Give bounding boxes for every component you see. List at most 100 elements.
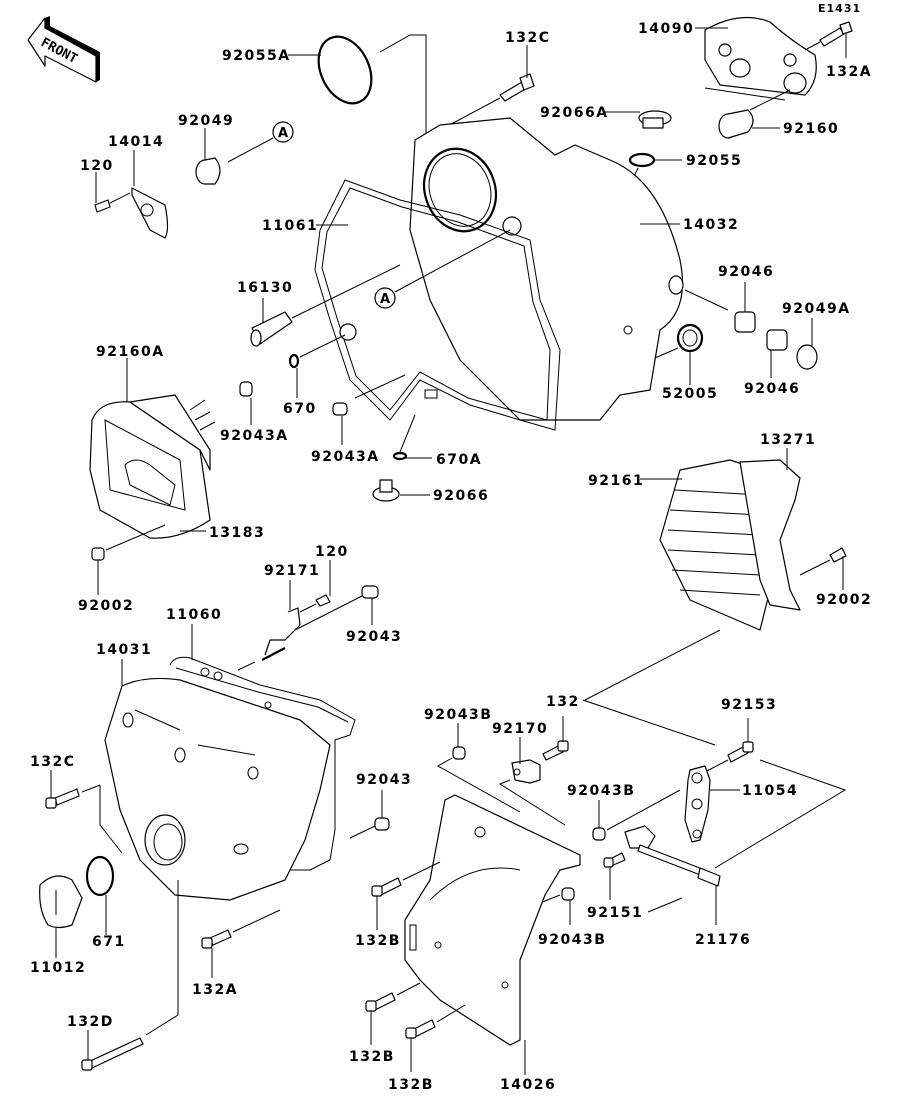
part-92043-lower[interactable] (374, 817, 390, 831)
part-92043B-upper[interactable] (452, 746, 466, 760)
label-14031[interactable]: 14031 (96, 642, 152, 658)
part-13183[interactable] (89, 401, 211, 539)
label-92043-upper[interactable]: 92043 (346, 629, 402, 645)
part-11060[interactable] (169, 656, 356, 871)
part-670A[interactable] (392, 451, 408, 461)
label-92066A[interactable]: 92066A (540, 105, 609, 121)
label-92161[interactable]: 92161 (588, 473, 644, 489)
label-670[interactable]: 670 (283, 401, 317, 417)
label-52005[interactable]: 52005 (662, 386, 718, 402)
label-92151[interactable]: 92151 (587, 905, 643, 921)
label-132B-middle[interactable]: 132B (349, 1049, 395, 1065)
part-120-top[interactable] (94, 199, 111, 213)
part-92043A-right[interactable] (332, 402, 348, 416)
part-92002-right[interactable] (829, 547, 847, 563)
part-92170[interactable] (511, 759, 541, 784)
label-132A-top[interactable]: 132A (826, 64, 872, 80)
label-132C-mid[interactable]: 132C (30, 754, 76, 770)
label-92049A[interactable]: 92049A (782, 301, 851, 317)
part-14014[interactable] (131, 187, 169, 239)
label-120-top[interactable]: 120 (80, 158, 114, 174)
label-92055[interactable]: 92055 (686, 153, 742, 169)
label-92046-upper[interactable]: 92046 (718, 264, 774, 280)
part-14031[interactable] (104, 677, 331, 901)
label-92160[interactable]: 92160 (783, 121, 839, 137)
part-11054[interactable] (684, 765, 711, 843)
label-670A[interactable]: 670A (436, 452, 482, 468)
part-13271[interactable] (739, 459, 801, 611)
part-132C-top[interactable] (499, 73, 535, 102)
label-132A-bottom[interactable]: 132A (192, 982, 238, 998)
label-16130[interactable]: 16130 (237, 280, 293, 296)
part-92160A[interactable] (129, 394, 216, 471)
label-92043-lower[interactable]: 92043 (356, 772, 412, 788)
part-92055[interactable] (628, 152, 656, 168)
part-92171[interactable] (261, 607, 301, 661)
part-16130[interactable] (250, 311, 293, 347)
part-132-bolt[interactable] (542, 740, 569, 761)
part-92055A[interactable] (308, 28, 381, 112)
label-132B-upper[interactable]: 132B (355, 933, 401, 949)
part-14090[interactable] (704, 16, 817, 96)
label-92043A-left[interactable]: 92043A (220, 428, 289, 444)
label-92002-left[interactable]: 92002 (78, 598, 134, 614)
label-92043A-right[interactable]: 92043A (311, 449, 380, 465)
part-132A-top[interactable] (819, 21, 853, 47)
part-92066A[interactable] (638, 110, 672, 129)
label-13271[interactable]: 13271 (760, 432, 816, 448)
label-92171[interactable]: 92171 (264, 563, 320, 579)
part-92066[interactable] (372, 479, 400, 502)
part-132D[interactable] (81, 1037, 144, 1071)
label-92043B-lower[interactable]: 92043B (538, 932, 606, 948)
label-132D[interactable]: 132D (67, 1014, 114, 1030)
label-92049[interactable]: 92049 (178, 113, 234, 129)
label-92066[interactable]: 92066 (433, 488, 489, 504)
part-14032[interactable] (409, 117, 684, 421)
part-92049[interactable] (195, 157, 221, 185)
part-21176[interactable] (624, 825, 721, 887)
part-132B-lower[interactable] (405, 1019, 436, 1039)
part-132C-mid[interactable] (45, 788, 80, 809)
label-92160A[interactable]: 92160A (96, 344, 165, 360)
part-92043A-left[interactable] (239, 381, 253, 397)
label-92046-lower[interactable]: 92046 (744, 381, 800, 397)
label-132C-top[interactable]: 132C (505, 30, 551, 46)
label-132[interactable]: 132 (546, 694, 580, 710)
label-92170[interactable]: 92170 (492, 721, 548, 737)
part-120-mid[interactable] (315, 594, 331, 607)
part-132A-bottom[interactable] (201, 929, 232, 949)
part-11012[interactable] (39, 875, 83, 929)
part-92043B-lower[interactable] (561, 887, 575, 901)
label-13183[interactable]: 13183 (209, 525, 265, 541)
part-92046-lower[interactable] (766, 329, 788, 351)
part-92049A[interactable] (796, 344, 818, 370)
label-21176[interactable]: 21176 (695, 932, 751, 948)
part-92151[interactable] (603, 852, 626, 868)
label-92153[interactable]: 92153 (721, 697, 777, 713)
label-92055A[interactable]: 92055A (222, 48, 291, 64)
label-92002-right[interactable]: 92002 (816, 592, 872, 608)
part-671[interactable] (85, 855, 115, 897)
label-11061[interactable]: 11061 (262, 218, 318, 234)
label-92043B-upper[interactable]: 92043B (424, 707, 492, 723)
label-120-mid[interactable]: 120 (315, 544, 349, 560)
part-92043B-middle[interactable] (592, 827, 606, 841)
label-14026[interactable]: 14026 (500, 1077, 556, 1093)
label-11054[interactable]: 11054 (742, 783, 798, 799)
part-92153[interactable] (727, 741, 754, 763)
label-11060[interactable]: 11060 (166, 607, 222, 623)
part-670[interactable] (288, 353, 300, 369)
label-92043B-middle[interactable]: 92043B (567, 783, 635, 799)
part-132B-upper[interactable] (371, 877, 402, 897)
part-92160[interactable] (718, 109, 754, 139)
label-14014[interactable]: 14014 (108, 134, 164, 150)
part-14026[interactable] (404, 794, 581, 1046)
part-92046-upper[interactable] (734, 311, 756, 333)
label-11012[interactable]: 11012 (30, 960, 86, 976)
part-92043-upper[interactable] (361, 585, 379, 599)
label-132B-lower[interactable]: 132B (388, 1077, 434, 1093)
label-671[interactable]: 671 (92, 934, 126, 950)
part-52005[interactable] (676, 323, 704, 353)
part-132B-middle[interactable] (365, 992, 396, 1012)
part-92002-left[interactable] (91, 547, 105, 561)
